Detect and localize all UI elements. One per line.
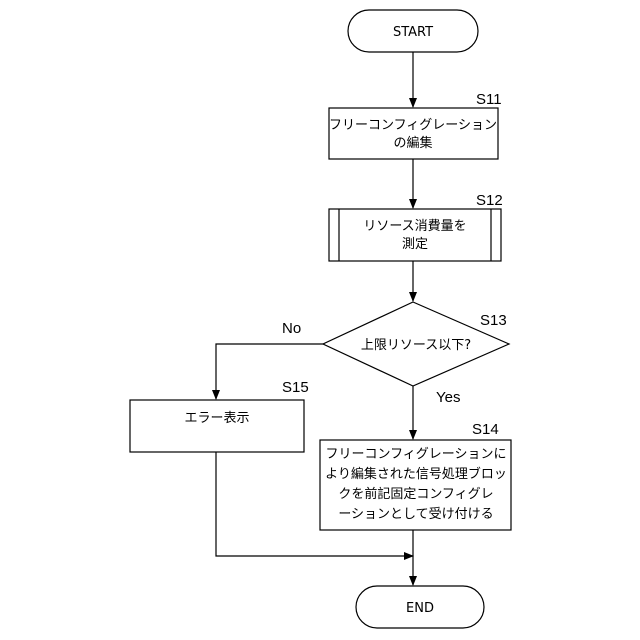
s12-line-1: リソース消費量を	[363, 219, 466, 234]
start-label: START	[393, 25, 433, 40]
s12-step-label: S12	[476, 192, 503, 209]
step-s12: リソース消費量を 測定 S12	[329, 192, 503, 261]
step-s11: フリーコンフィグレーション の編集 S11	[329, 91, 502, 159]
no-label: No	[282, 320, 301, 337]
s14-line-4: ーションとして受け付ける	[338, 507, 493, 522]
s14-line-2: より編集された信号処理ブロッ	[325, 466, 507, 482]
step-s14: フリーコンフィグレーションに より編集された信号処理ブロッ クを前記固定コンフィ…	[320, 421, 511, 530]
s13-step-label: S13	[480, 312, 507, 329]
s13-text: 上限リソース以下?	[361, 338, 471, 353]
s14-step-label: S14	[472, 421, 499, 438]
s15-text: エラー表示	[184, 411, 249, 426]
s14-line-1: フリーコンフィグレーションに	[325, 447, 506, 462]
decision-s13: 上限リソース以下? S13	[323, 302, 509, 386]
step-s15: エラー表示 S15	[130, 379, 309, 452]
s12-line-2: 測定	[402, 237, 428, 252]
end-label: END	[406, 601, 434, 616]
end-terminal: END	[356, 586, 484, 628]
s11-line-2: の編集	[393, 135, 432, 151]
s15-step-label: S15	[282, 379, 309, 396]
start-terminal: START	[348, 10, 478, 52]
s11-line-1: フリーコンフィグレーション	[329, 118, 497, 133]
s11-step-label: S11	[476, 91, 502, 108]
s14-line-3: クを前記固定コンフィグレ	[338, 486, 493, 502]
yes-label: Yes	[436, 389, 460, 406]
